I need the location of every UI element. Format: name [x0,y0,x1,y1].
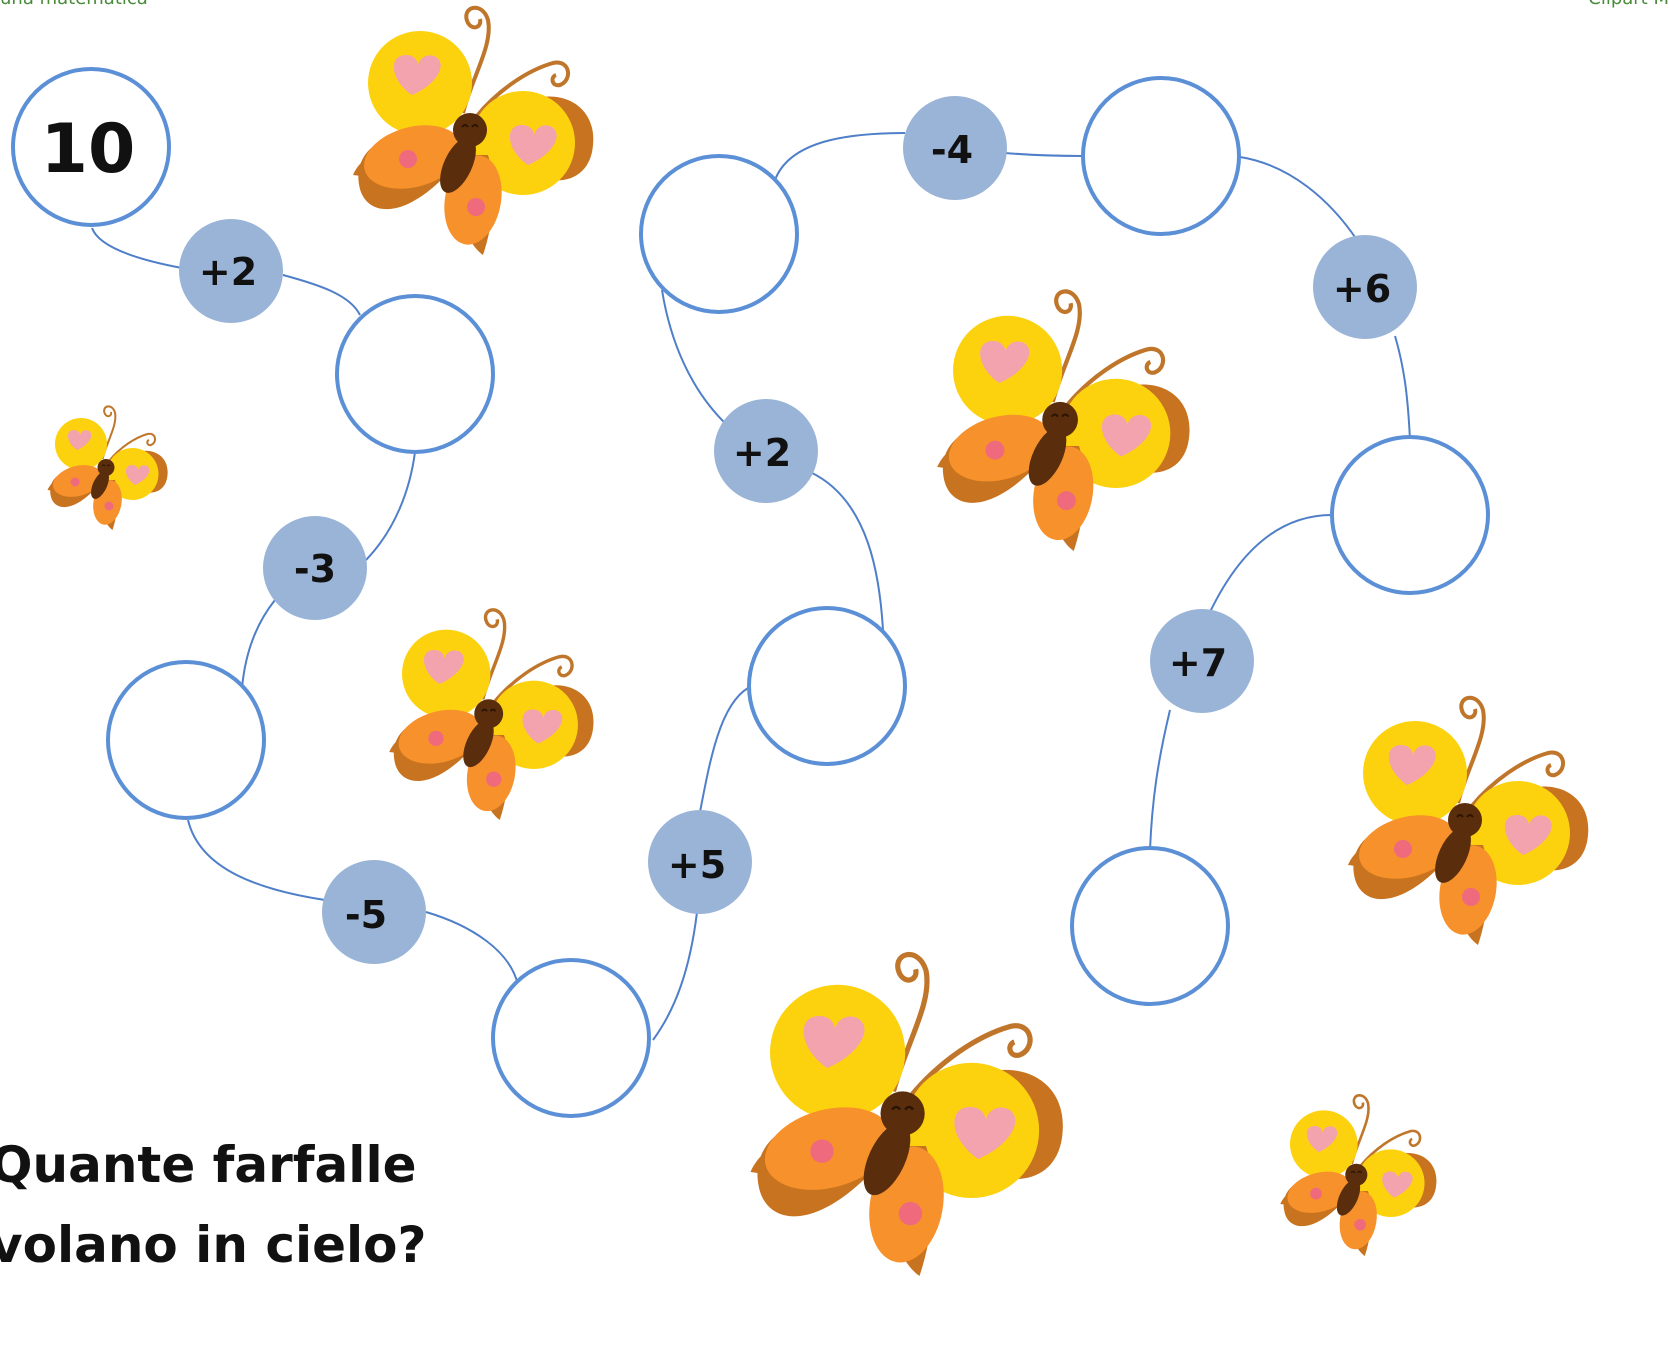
question-text: Quante farfalle volano in cielo? [0,1125,427,1285]
answer-slot-2[interactable] [106,660,266,820]
start-circle: 10 [11,67,171,227]
answer-slot-6[interactable] [1081,76,1241,236]
operation-label: +7 [1169,641,1227,685]
operation-label: +2 [733,431,791,475]
butterfly-icon [929,291,1190,551]
answer-slot-7[interactable] [1330,435,1490,595]
question-line-1: Quante farfalle [0,1136,417,1194]
answer-slots [106,76,1490,1118]
butterfly-icon [1273,1093,1438,1258]
answer-slot-3[interactable] [491,958,651,1118]
operation-label: -4 [931,128,973,172]
operation-label: +5 [668,843,726,887]
start-value: 10 [41,110,136,189]
answer-slot-5[interactable] [639,154,799,314]
operation-node: +7 [1150,609,1254,713]
operation-node: +2 [714,399,818,503]
operation-node: +6 [1313,235,1417,339]
answer-slot-4[interactable] [747,606,907,766]
answer-slot-1[interactable] [335,294,495,454]
operation-node: +5 [648,810,752,914]
header-right-text: Clipart M [1588,0,1669,9]
operation-label: +6 [1333,267,1391,311]
operation-node: -4 [903,96,1007,200]
operation-label: -3 [294,547,336,591]
header-left-text: una matematica [0,0,148,9]
operation-label: +2 [199,250,257,294]
answer-slot-8[interactable] [1070,846,1230,1006]
operation-node: -5 [322,860,426,964]
butterfly-icon [342,5,596,257]
operation-node: -3 [263,516,367,620]
operation-nodes: +2 -3 -5 +5 +2 -4 +6 +7 [179,96,1417,964]
butterfly-icon [1337,695,1591,947]
butterfly-icon [42,405,169,531]
operation-node: +2 [179,219,283,323]
path-lines [91,132,1411,1041]
operation-label: -5 [345,893,387,937]
question-line-2: volano in cielo? [0,1216,427,1274]
butterfly-icon [380,608,596,822]
butterfly-icon [740,955,1063,1276]
